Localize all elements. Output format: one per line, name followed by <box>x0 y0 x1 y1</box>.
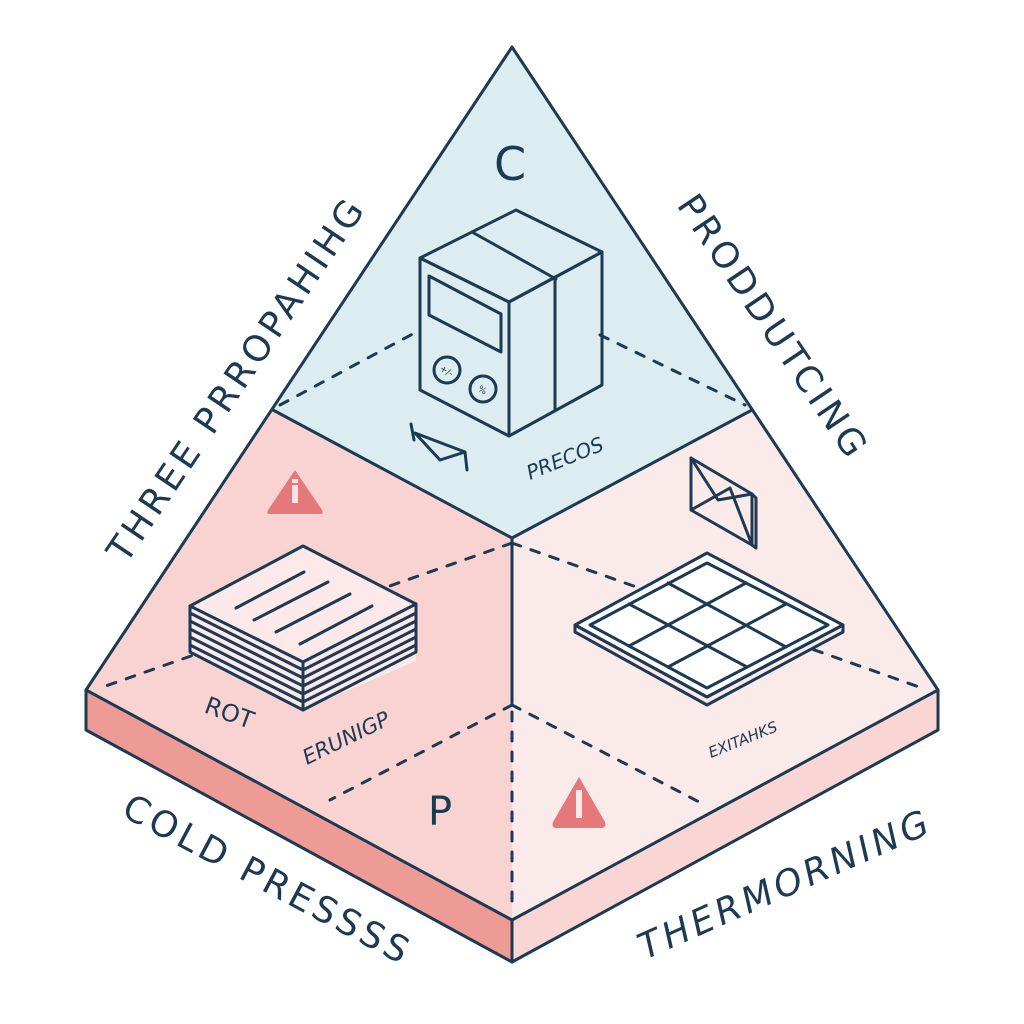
dashed-guide <box>598 333 747 407</box>
grid-tray-icon <box>573 551 845 707</box>
dashed-guide <box>510 703 707 807</box>
outline <box>84 45 940 964</box>
dashed-guide <box>328 703 514 802</box>
section-letter-p: P <box>428 789 452 835</box>
envelope-icon <box>689 456 758 550</box>
paper-plane-icon <box>409 422 469 472</box>
section-top <box>273 47 752 538</box>
base-left-side <box>86 690 512 962</box>
base-right-side <box>512 690 938 962</box>
paper-stack-icon <box>188 544 418 712</box>
section-letter-c: C <box>494 137 526 191</box>
dashed-guide <box>510 541 924 690</box>
warning-icon <box>552 777 606 828</box>
warning-icon <box>267 470 323 514</box>
dashed-guide <box>98 541 514 690</box>
dashed-guide <box>278 328 422 407</box>
